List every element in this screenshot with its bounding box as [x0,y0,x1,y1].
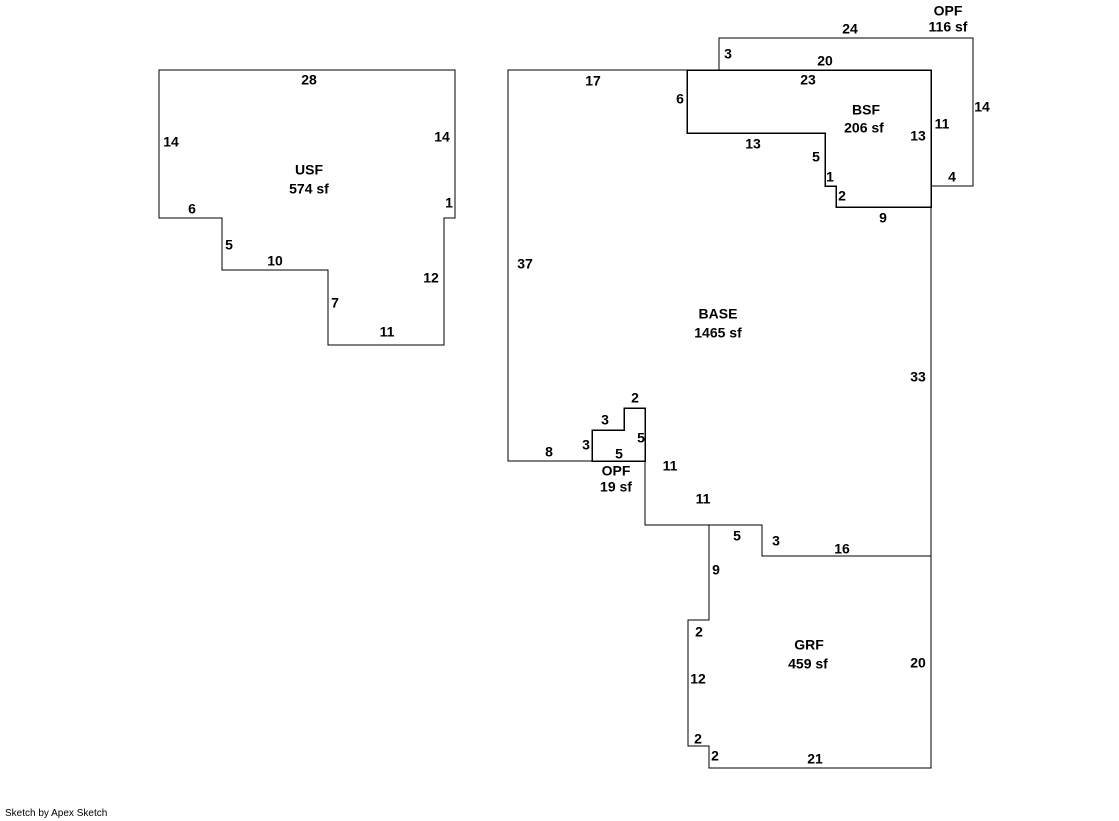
usf-dim-right-lower: 12 [423,270,439,286]
usf-dim-jog: 1 [445,195,453,211]
base-dim-top: 17 [585,73,601,89]
grf-dim-jog-upper: 2 [695,624,703,640]
grf-dim-jog-lower: 2 [694,731,702,747]
sketch-credit: Sketch by Apex Sketch [5,808,108,819]
opf-top-dim-top: 24 [842,21,858,37]
bsf-dim-left: 6 [676,91,684,107]
usf-dim-bottom: 11 [380,324,395,340]
usf-dim-step1: 6 [188,201,196,217]
base-dim-jog-vertical: 11 [663,458,678,474]
base-dim-left: 37 [517,256,533,272]
opf-top-dim-inner-right: 11 [935,116,950,132]
usf-dim-right: 14 [434,129,450,145]
opf-small-dim-left: 3 [582,437,590,453]
bsf-dim-step1: 5 [812,149,820,165]
usf-outline [158,69,456,346]
grf-area-name: GRF [794,637,824,653]
opf-small-area-size: 19 sf [600,479,632,495]
grf-dim-jog-bottom: 2 [711,748,719,764]
grf-dim-right: 20 [910,655,926,671]
usf-dim-step3: 10 [267,253,283,269]
bsf-area-size: 206 sf [844,120,884,136]
opf-small-dim-step: 3 [601,412,609,428]
bsf-outline [686,69,932,208]
grf-dim-left-upper: 9 [712,562,720,578]
bsf-dim-bottom: 9 [879,210,887,226]
opf-small-dim-right: 5 [637,430,645,446]
opf-top-dim-left: 3 [724,46,732,62]
usf-dim-top: 28 [301,72,317,88]
bsf-dim-right: 13 [910,128,926,144]
bsf-dim-bottom-left: 13 [745,136,761,152]
base-dim-jog-horizontal: 11 [696,491,711,507]
base-dim-bottom-left: 8 [545,444,553,460]
bsf-dim-step3: 2 [838,188,846,204]
usf-dim-step2: 5 [225,237,233,253]
grf-outline [687,524,932,769]
usf-dim-left: 14 [163,134,179,150]
grf-dim-top: 5 [733,528,741,544]
base-dim-right: 33 [910,369,926,385]
opf-top-area-size: 116 sf [929,19,968,35]
opf-top-area-name: OPF [934,3,963,19]
usf-area-name: USF [295,162,323,178]
base-area-size: 1465 sf [694,325,742,341]
opf-small-dim-top: 2 [631,390,639,406]
opf-small-area-name: OPF [602,463,631,479]
opf-small-dim-bottom: 5 [615,446,623,462]
bsf-dim-top: 23 [800,72,816,88]
usf-area-size: 574 sf [289,181,329,197]
opf-top-dim-right: 14 [974,99,990,115]
usf-dim-step4: 7 [331,295,339,311]
opf-top-dim-inner: 20 [817,53,833,69]
base-area-name: BASE [699,306,738,322]
opf-small-outline [591,407,646,462]
opf-top-dim-bottom: 4 [948,169,956,185]
grf-dim-top-step: 3 [772,533,780,549]
bsf-area-name: BSF [852,102,880,118]
grf-area-size: 459 sf [788,656,828,672]
base-dim-bottom-right: 16 [834,541,850,557]
bsf-dim-step2: 1 [826,169,834,185]
opf-top-outline [718,37,974,187]
grf-dim-bottom: 21 [807,751,823,767]
grf-dim-left: 12 [690,671,706,687]
